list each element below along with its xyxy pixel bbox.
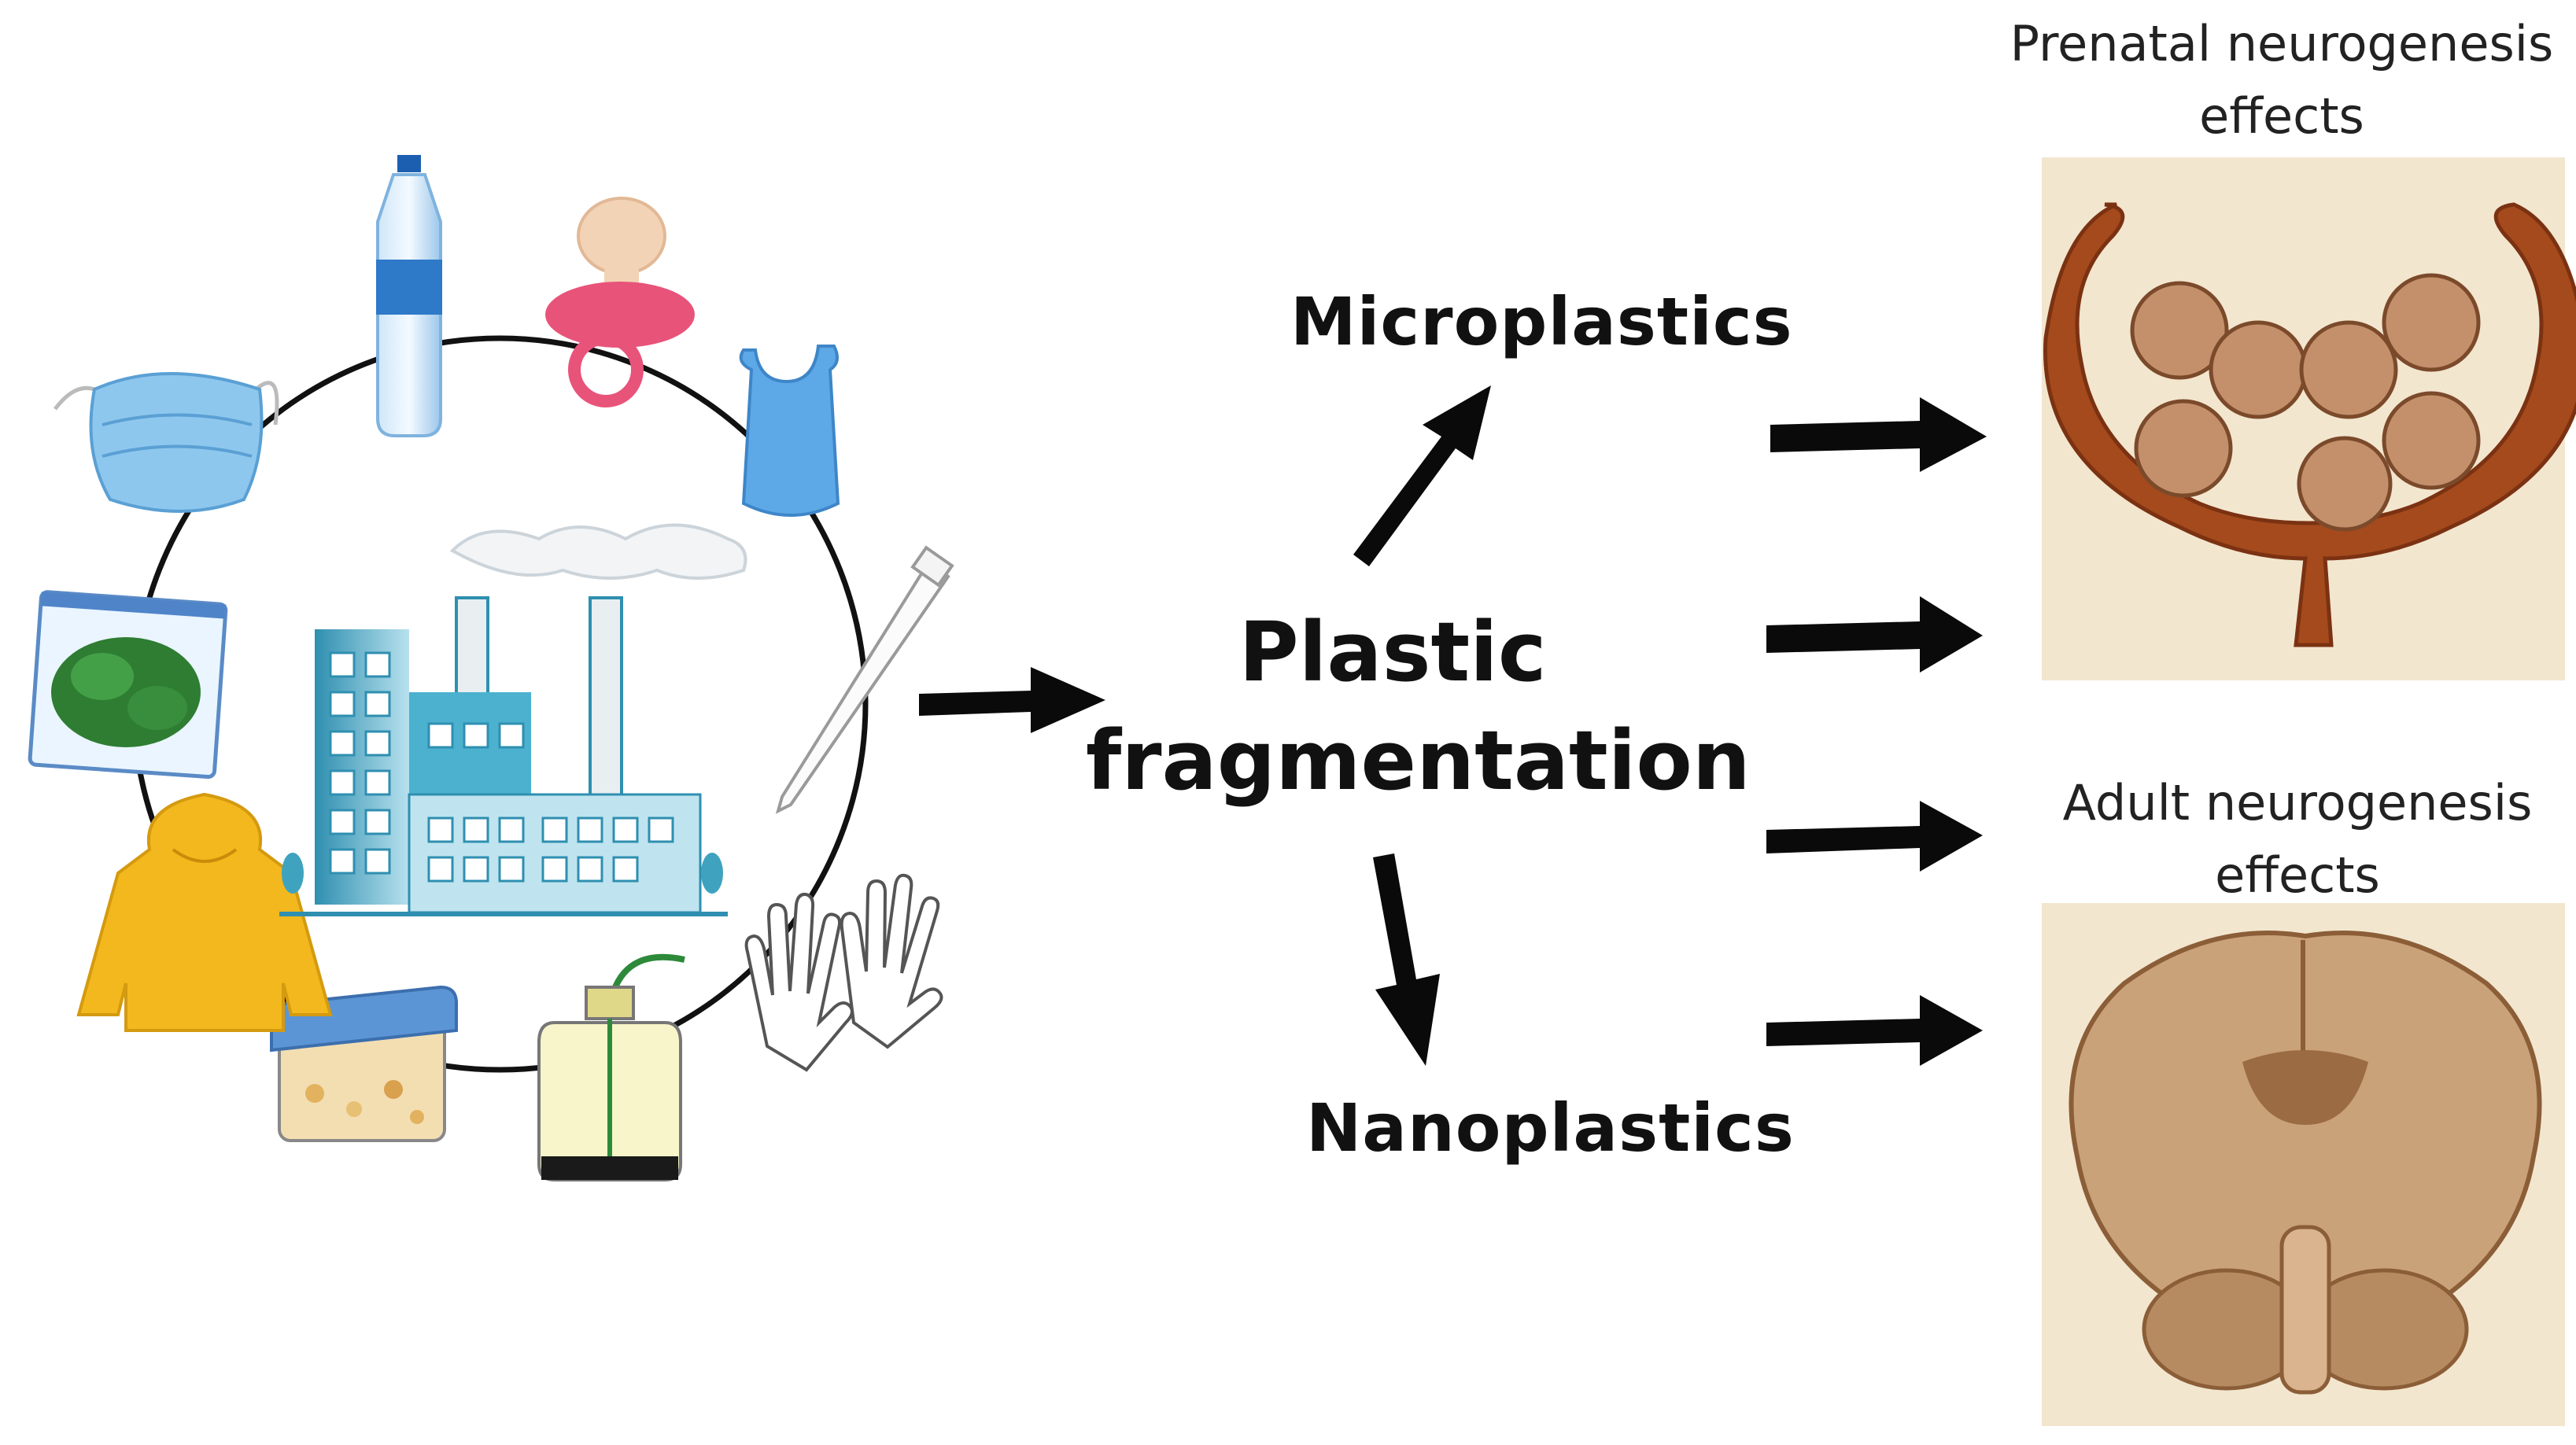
- center-label: Plastic fragmentation: [1086, 598, 1751, 815]
- plastic-bag-icon: [739, 345, 840, 517]
- outcome-arrow-1: [1770, 397, 1987, 472]
- wash-bottle-icon: [537, 953, 685, 1181]
- water-bottle-icon: [376, 155, 442, 437]
- branch-top-label: Microplastics: [1290, 283, 1793, 360]
- center-label-line1: Plastic: [1238, 604, 1547, 700]
- outcome-bottom-label: Adult neurogenesis effects: [2026, 767, 2569, 912]
- hoodie-icon: [76, 792, 333, 1032]
- pacifier-icon: [545, 197, 695, 407]
- face-mask-icon: [54, 372, 279, 513]
- outcome-arrow-2: [1766, 596, 1983, 673]
- zip-bag-icon: [28, 590, 228, 780]
- pipette-tip-icon: [775, 545, 954, 814]
- center-label-line2: fragmentation: [1086, 713, 1751, 809]
- ring-to-fragmentation-arrow: [919, 667, 1105, 733]
- to-nanoplastics-arrow: [1373, 853, 1440, 1066]
- fetuses-in-uterus-illustration: [2042, 157, 2576, 680]
- outcome-top-line1: Prenatal neurogenesis: [2010, 15, 2554, 72]
- factory-icon: [279, 523, 747, 916]
- outcome-arrow-4: [1766, 995, 1983, 1066]
- arrows: [919, 385, 1987, 1066]
- outcome-top-line2: effects: [2199, 87, 2364, 145]
- outcome-bottom-line2: effects: [2215, 846, 2380, 904]
- outcome-arrow-3: [1766, 801, 1983, 872]
- gloves-icon: [744, 873, 943, 1072]
- branch-bottom-label: Nanoplastics: [1306, 1089, 1795, 1167]
- to-microplastics-arrow: [1353, 385, 1491, 566]
- outcome-bottom-line1: Adult neurogenesis: [2062, 774, 2533, 831]
- brain-coronal-section-illustration: [2042, 903, 2565, 1426]
- outcome-top-label: Prenatal neurogenesis effects: [1998, 8, 2565, 153]
